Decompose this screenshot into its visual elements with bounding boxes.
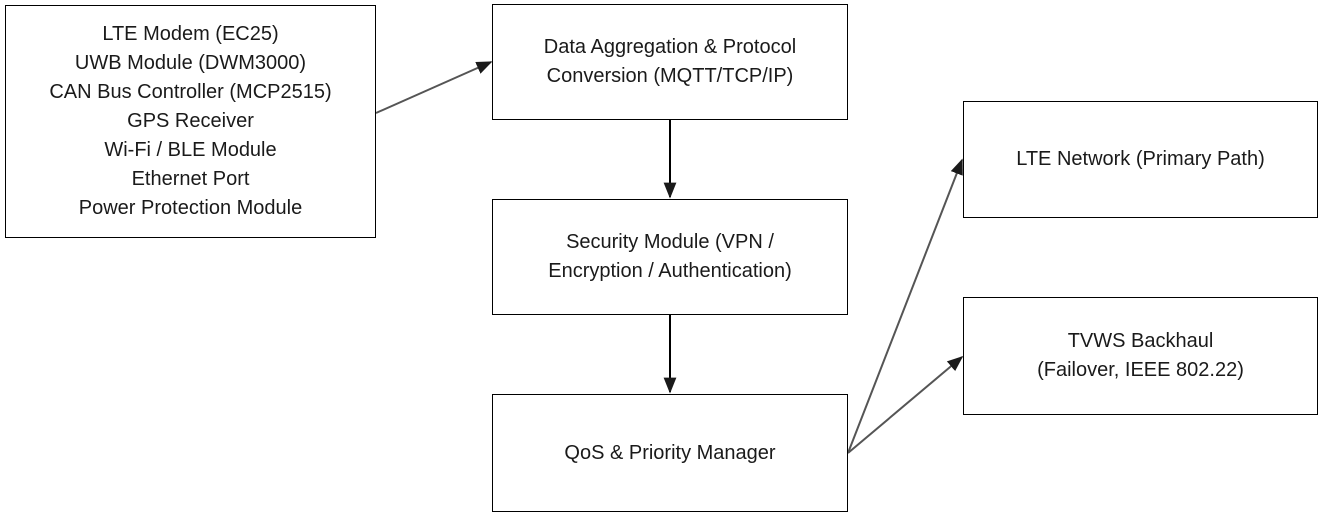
hardware-line-ethernet: Ethernet Port [131,168,250,190]
hardware-modules-box: LTE Modem (EC25) UWB Module (DWM3000) CA… [5,5,376,238]
hardware-line-uwb-module: UWB Module (DWM3000) [74,52,307,74]
edge-qos-to-lte [847,158,963,454]
edge-qos-to-tvws [847,355,964,454]
hardware-line-lte-modem: LTE Modem (EC25) [102,23,279,45]
hardware-line-wifi-ble: Wi-Fi / BLE Module [104,139,277,161]
tvws-backhaul-box: TVWS Backhaul (Failover, IEEE 802.22) [963,297,1318,415]
security-line-2: Encryption / Authentication) [548,260,792,282]
security-line-1: Security Module (VPN / [566,231,774,253]
edge-hardware-to-aggregation [375,61,493,114]
hardware-line-power-protection: Power Protection Module [78,197,303,219]
security-module-box: Security Module (VPN / Encryption / Auth… [492,199,848,315]
data-aggregation-box: Data Aggregation & Protocol Conversion (… [492,4,848,120]
lte-network-line-1: LTE Network (Primary Path) [1016,148,1265,170]
aggregation-line-1: Data Aggregation & Protocol [543,36,797,58]
aggregation-line-2: Conversion (MQTT/TCP/IP) [546,65,794,87]
tvws-line-2: (Failover, IEEE 802.22) [1037,359,1244,381]
lte-network-box: LTE Network (Primary Path) [963,101,1318,218]
qos-line-1: QoS & Priority Manager [564,441,776,464]
tvws-line-1: TVWS Backhaul [1067,330,1214,352]
hardware-line-gps: GPS Receiver [127,110,254,132]
hardware-line-can-bus: CAN Bus Controller (MCP2515) [49,81,332,103]
qos-manager-box: QoS & Priority Manager [492,394,848,512]
